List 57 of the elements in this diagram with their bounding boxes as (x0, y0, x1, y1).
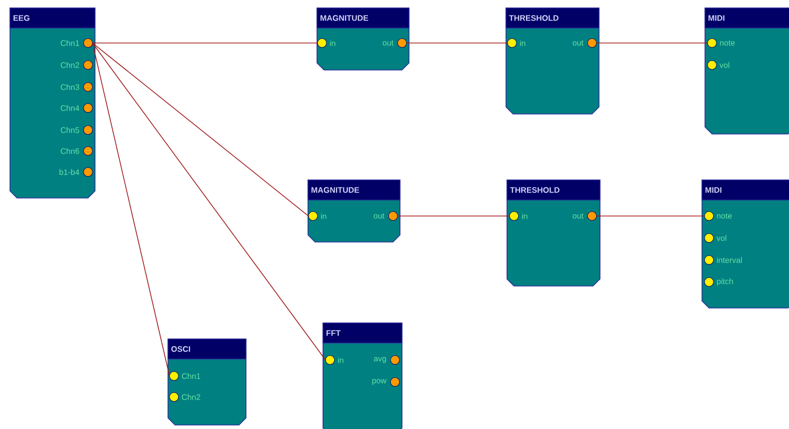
port: Chn5 (60, 125, 93, 135)
node-label: Chn3 (60, 84, 80, 90)
port: pitch (704, 277, 733, 287)
wire (92, 42, 309, 216)
port: note (704, 211, 732, 221)
node-label: Chn5 (60, 127, 80, 133)
wire (596, 42, 708, 44)
port: in (308, 211, 326, 221)
port: pow (372, 377, 400, 387)
port: out (374, 211, 398, 221)
wire (406, 42, 508, 44)
node-label: Chn6 (60, 148, 80, 154)
node-label: out (572, 40, 584, 46)
port: Chn1 (60, 38, 93, 48)
node-label: Chn1 (182, 373, 200, 379)
node-label: in (338, 357, 344, 363)
port: vol (707, 60, 730, 70)
node-label: in (522, 213, 528, 219)
node-label: in (520, 40, 526, 46)
node-label: vol (720, 62, 730, 68)
port: in (317, 38, 336, 48)
port: b1-b4 (60, 167, 93, 177)
port: Chn3 (60, 82, 93, 92)
wire (92, 42, 318, 44)
node-label: interval (717, 257, 742, 263)
port: out (572, 211, 597, 221)
node-label: note (720, 40, 735, 46)
port: Chn2 (60, 60, 93, 70)
node-label: b1-b4 (60, 169, 80, 175)
port: Chn4 (60, 103, 93, 113)
node-label: Chn2 (60, 62, 80, 68)
port: note (707, 38, 735, 48)
port: out (382, 38, 407, 48)
port: in (325, 355, 344, 365)
node-label: Chn1 (60, 40, 80, 46)
node-label: in (321, 213, 326, 219)
port: avg (374, 355, 400, 365)
node-label: out (374, 213, 384, 219)
node-label: out (382, 40, 394, 46)
node-label: Chn4 (60, 105, 80, 111)
port: Chn1 (169, 371, 200, 381)
node-label: in (330, 40, 336, 46)
node-label: vol (716, 235, 726, 241)
node-label: avg (374, 357, 386, 363)
node-label: Chn2 (182, 394, 200, 400)
port: Chn2 (169, 392, 200, 402)
wire (92, 42, 326, 360)
port: in (509, 211, 528, 221)
port: out (572, 38, 597, 48)
port: in (507, 38, 526, 48)
port: vol (704, 233, 726, 243)
node-label: note (717, 213, 732, 219)
port: Chn6 (60, 146, 93, 156)
node-label: pitch (717, 278, 733, 286)
node-label: pow (372, 379, 387, 385)
port: interval (704, 255, 742, 265)
node-label: out (572, 213, 584, 219)
